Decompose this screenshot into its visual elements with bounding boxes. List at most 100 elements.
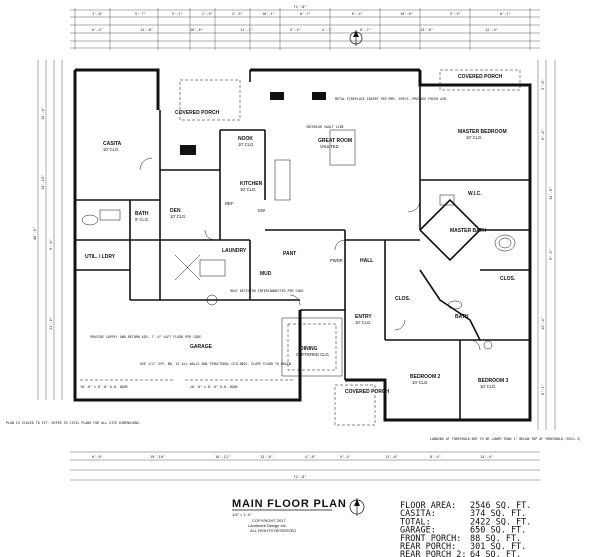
top-dim: 11'-1"	[240, 28, 253, 32]
summary-value: 374 SQ. FT.	[470, 509, 526, 519]
left-dimension-lines	[37, 60, 63, 400]
summary-value: 2422 SQ. FT.	[470, 517, 531, 527]
room-label: HALL	[360, 258, 373, 264]
room-label: NOOK	[238, 136, 253, 142]
room-label: DINING	[300, 346, 318, 352]
top-dim: 8'-7"	[300, 12, 311, 16]
left-dim-overall: 48'-0"	[33, 227, 37, 240]
room-label: DEN	[170, 208, 181, 214]
room-label: LAUNDRY	[222, 248, 247, 254]
top-dimension-lines	[70, 8, 540, 50]
appliance-label: DW	[258, 208, 265, 213]
summary-value: 64 SQ. FT.	[470, 550, 521, 557]
top-dim-row-2: 6'-4" 12'-8" 10'-6" 11'-1" 5'-4" 4'-1" 8…	[92, 28, 498, 32]
room-label: MUD	[260, 271, 272, 277]
room-ceiling: 10' CLG.	[238, 142, 254, 147]
right-dim: 12'-4"	[541, 317, 545, 330]
hvac-note: PROVIDE SUPPLY AND RETURN AIR. 7'-0" LOF…	[90, 335, 203, 339]
summary-value: 88 SQ. FT.	[470, 534, 521, 544]
top-dim: 2'-9"	[202, 12, 213, 16]
garage-door-note: 10'-0" x 8'-0" O.H. DOOR	[80, 385, 128, 389]
interior-walls	[75, 85, 530, 420]
top-dim: 3'-8"	[92, 12, 103, 16]
company: Landmark Design Inc.	[248, 523, 287, 528]
right-dim: 8'-1"	[541, 384, 545, 395]
left-plan-note: PLAN IS SCALED TO FIT. REFER TO CIVIL PL…	[6, 421, 141, 425]
top-dim: 5'-4"	[290, 28, 301, 32]
rights: ALL RIGHTS RESERVED	[250, 528, 296, 533]
room-ceiling: 10' CLG.	[170, 214, 186, 219]
plan-scale: 1/4" = 1'-0"	[232, 512, 252, 517]
plan-notes: 10'-0" x 8'-0" O.H. DOOR 16'-0" x 8'-0" …	[80, 97, 448, 389]
room-ceiling: 9' CLG.	[135, 217, 149, 222]
room-label: W.I.C.	[468, 191, 482, 197]
room-label: ENTRY	[355, 314, 372, 320]
room-label: PANT	[283, 251, 296, 257]
left-dim: 21'-6"	[49, 317, 53, 330]
top-dim: 6'-4"	[352, 12, 363, 16]
room-label: COVERED PORCH	[175, 110, 220, 116]
bottom-dim: 14'-4"	[480, 455, 493, 459]
room-label: CASITA	[103, 141, 122, 147]
room-ceiling: 10' CLG.	[466, 135, 482, 140]
covered-porch-top-outline	[179, 79, 241, 121]
room-label: UTIL. / LDRY	[85, 254, 116, 260]
bottom-dim: 11'-6"	[385, 455, 398, 459]
top-dim: 2'-5"	[232, 12, 243, 16]
room-label: CLOS.	[500, 276, 516, 282]
summary-label: CASITA:	[400, 509, 436, 519]
bottom-dim: 6'-6"	[92, 455, 103, 459]
appliance-label: REF	[225, 201, 234, 206]
right-dimension-lines	[537, 60, 556, 430]
area-summary: FLOOR AREA:2546 SQ. FT.CASITA:374 SQ. FT…	[400, 501, 531, 557]
room-label: GARAGE	[190, 344, 213, 350]
room-ceiling: COFFERED CLG.	[296, 352, 330, 357]
room-ceiling: 10' CLG.	[412, 380, 428, 385]
top-dim: 13'-6"	[420, 28, 433, 32]
heat-detector-note: HEAT DETECTOR INTERCONNECTED PER CODE	[230, 289, 303, 293]
room-label: GREAT ROOM	[318, 138, 352, 144]
top-dim: 12'-8"	[140, 28, 153, 32]
left-dim: 14'-10"	[41, 175, 45, 190]
right-threshold-note: LANDING AT THRESHOLD NOT TO BE LOWER THA…	[430, 437, 581, 441]
left-dim: 9'-4"	[49, 239, 53, 250]
top-dim: 4'-1"	[322, 28, 333, 32]
right-dim: 15'-8"	[549, 187, 553, 200]
summary-label: FRONT PORCH:	[400, 534, 461, 544]
right-dim: 5'-8"	[541, 79, 545, 90]
summary-label: REAR PORCH:	[400, 542, 456, 552]
covered-porch-rear-outline	[439, 69, 521, 91]
summary-label: REAR PORCH 2:	[400, 550, 467, 557]
room-label: PWDR	[330, 258, 343, 263]
room-label: KITCHEN	[240, 181, 263, 187]
title-block: MAIN FLOOR PLAN 1/4" = 1'-0" COPYRIGHT 2…	[232, 498, 346, 533]
summary-value: 650 SQ. FT.	[470, 526, 526, 536]
bottom-dim: 4'-8"	[305, 455, 316, 459]
fixtures	[81, 92, 516, 350]
summary-label: TOTAL:	[400, 517, 431, 527]
covered-porch-front-outline	[334, 384, 376, 426]
top-dim: 10'-1"	[262, 12, 275, 16]
bottom-dim: 9'-4"	[340, 455, 351, 459]
summary-label: GARAGE:	[400, 526, 436, 536]
garage-door-note: 16'-0" x 8'-0" O.H. DOOR	[190, 385, 238, 389]
north-arrow-bottom-icon	[349, 498, 365, 516]
north-arrow-icon	[349, 30, 363, 46]
vault-line-note: INTERIOR VAULT LINE	[306, 125, 344, 129]
top-dim: 8'-7"	[360, 28, 371, 32]
bottom-dim: 13'-6"	[260, 455, 273, 459]
door-swings	[139, 157, 481, 351]
left-dim: 15'-4"	[41, 107, 45, 120]
right-dim: 6'-4"	[541, 129, 545, 140]
bottom-dim: 19'-10"	[150, 455, 165, 459]
fireplace-note: METAL FIREPLACE INSERT PER MFR. SPECS. P…	[335, 97, 448, 101]
summary-label: FLOOR AREA:	[400, 501, 456, 511]
room-ceiling: 10' CLG.	[355, 320, 371, 325]
room-ceiling: VAULTED	[320, 144, 339, 149]
overall-dim-bottom: 72'-8"	[294, 475, 307, 479]
room-label: COVERED PORCH	[458, 74, 503, 80]
room-label: CLOS.	[395, 296, 411, 302]
room-label: BATH	[455, 314, 469, 320]
bottom-dimension-lines	[70, 451, 540, 481]
room-ceiling: 10' CLG.	[103, 147, 119, 152]
